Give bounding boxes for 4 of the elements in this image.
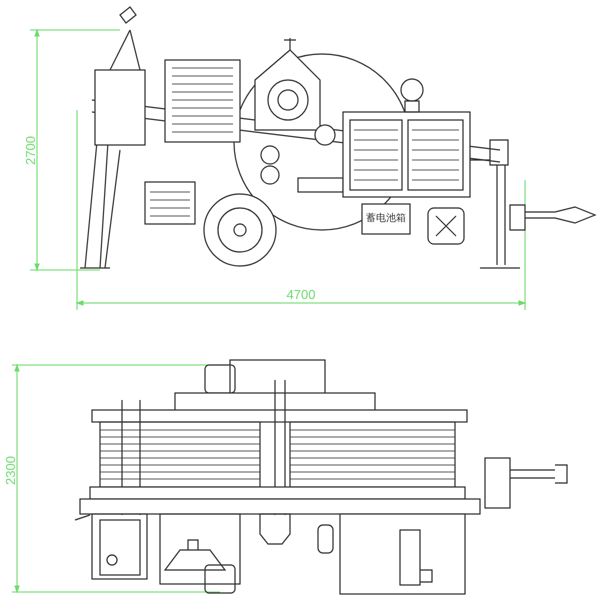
part-label: 蓄电池箱 [366, 214, 406, 224]
dimension-value: 2700 [23, 136, 36, 164]
dimension-value: 2300 [3, 456, 16, 484]
dimension-value: 4700 [286, 288, 316, 300]
